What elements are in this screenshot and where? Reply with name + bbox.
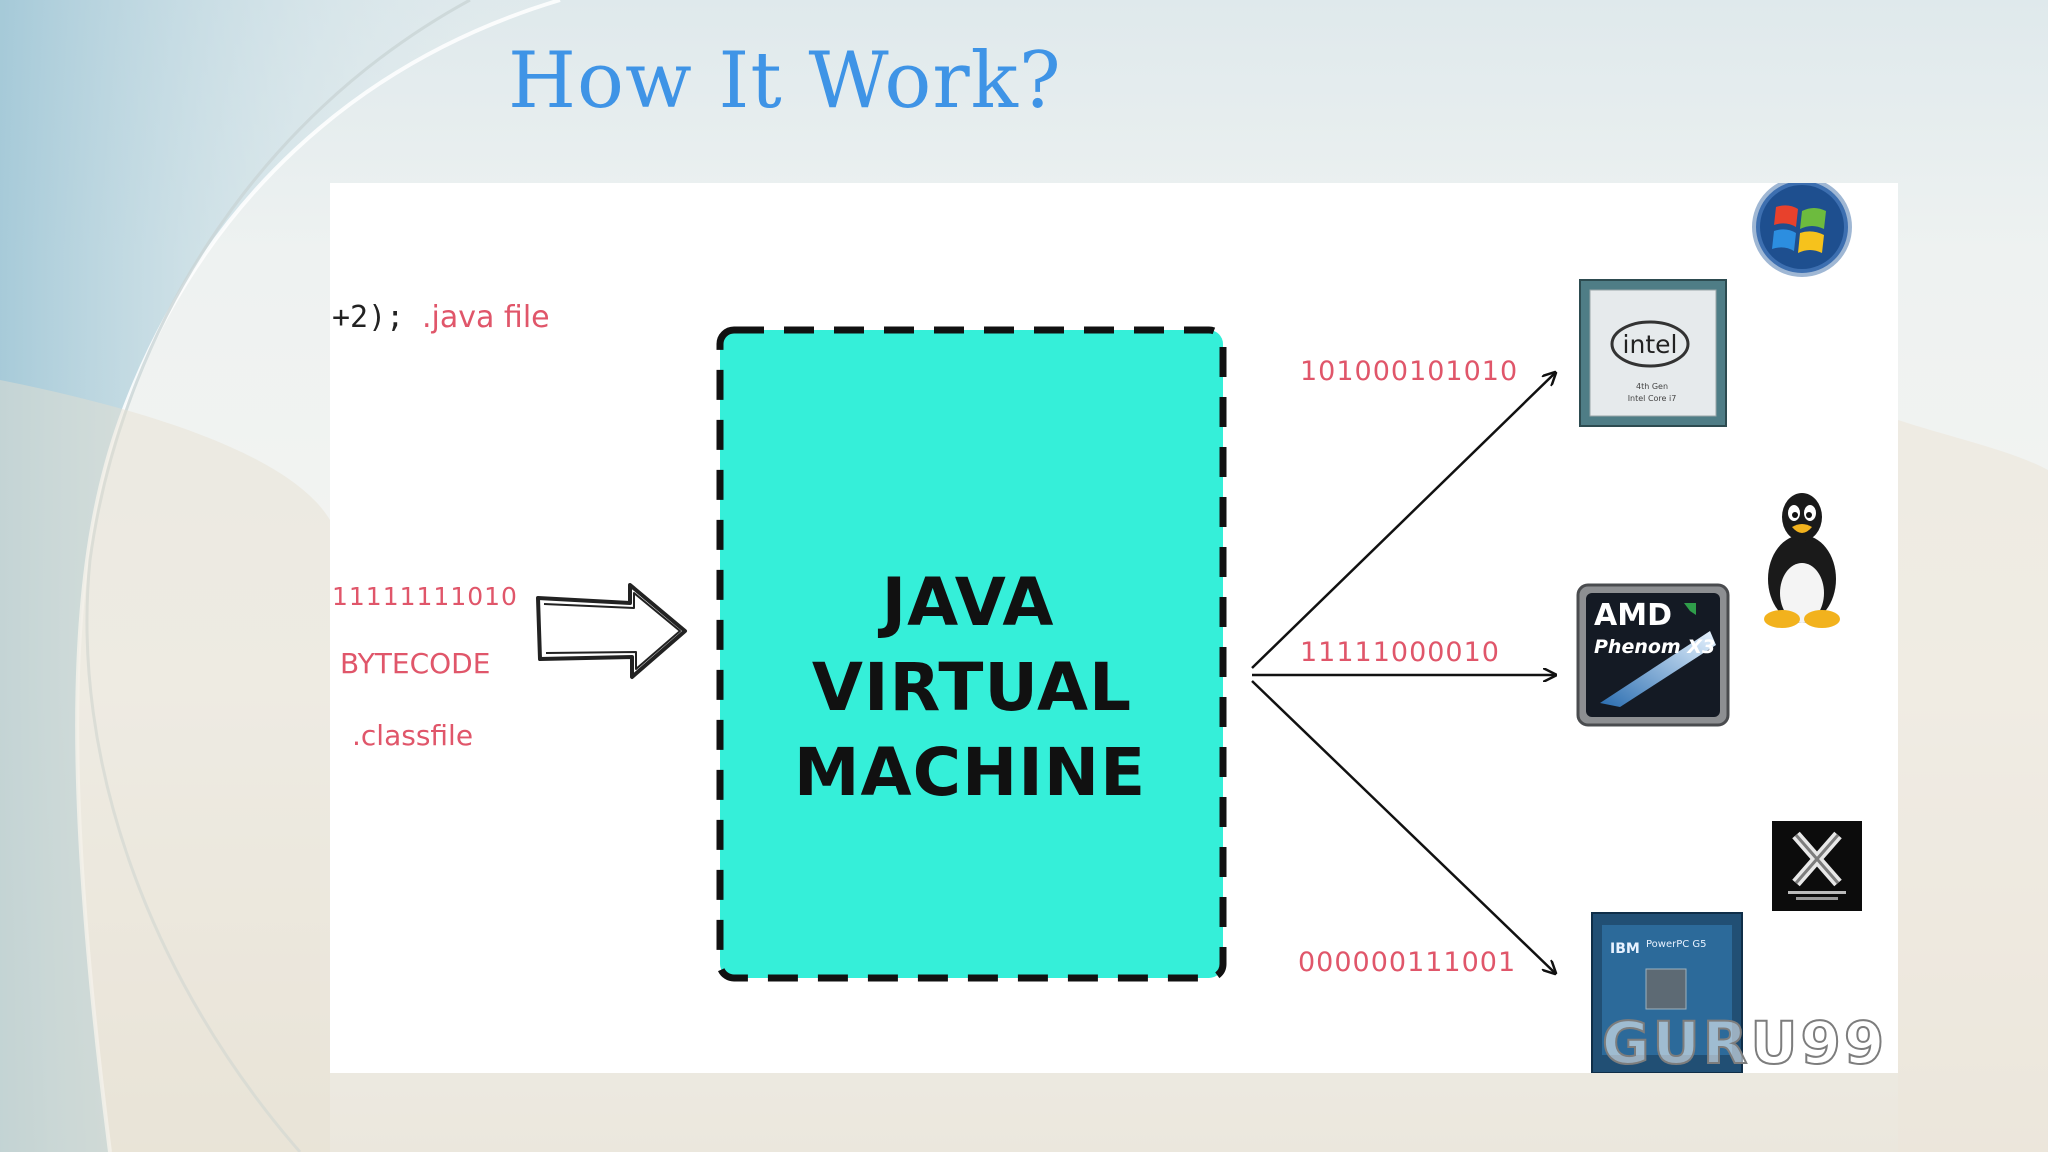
guru99-watermark: GURU99	[1602, 1009, 1887, 1073]
jvm-line-machine: MACHINE	[794, 734, 1146, 811]
ibm-brand: IBM	[1610, 941, 1640, 957]
intel-brand: intel	[1623, 330, 1678, 359]
jvm-diagram: +2); .java file 11111111010 BYTECODE .cl…	[332, 183, 1887, 1073]
windows-logo-icon	[1752, 183, 1852, 277]
output-bits-ibm: 000000111001	[1298, 947, 1516, 978]
amd-phenom-cpu-icon: AMD Phenom X3 64	[1576, 583, 1730, 746]
bytecode-bits: 11111111010	[332, 582, 518, 611]
jvm-line-virtual: VIRTUAL	[812, 649, 1132, 726]
output-bits-intel: 101000101010	[1300, 356, 1518, 387]
linux-tux-icon	[1764, 493, 1840, 628]
slide-title: How It Work?	[508, 36, 1062, 126]
intel-cpu-icon: intel 4th Gen Intel Core i7	[1579, 279, 1727, 427]
amd-brand: AMD	[1594, 598, 1672, 633]
jvm-diagram-panel: +2); .java file 11111111010 BYTECODE .cl…	[330, 183, 1898, 1073]
intel-caption-1: 4th Gen	[1636, 382, 1668, 391]
ibm-model: PowerPC G5	[1646, 939, 1707, 950]
amd-model: Phenom X3	[1594, 636, 1715, 658]
mac-os-x-logo-icon	[1772, 821, 1862, 911]
ibm-powerpc-cpu-icon: IBM PowerPC G5	[1591, 912, 1743, 1073]
amd-64: 64	[1592, 725, 1617, 746]
arrow-to-intel	[1251, 373, 1555, 669]
output-arrows	[1251, 373, 1555, 973]
code-fragment: +2);	[332, 300, 404, 335]
bytecode-label: BYTECODE	[340, 647, 490, 680]
input-arrow-icon	[536, 583, 687, 679]
jvm-box	[716, 326, 1227, 982]
jvm-line-java: JAVA	[878, 564, 1055, 641]
arrow-to-ibm	[1251, 680, 1555, 973]
classfile-label: .classfile	[352, 719, 473, 752]
java-file-label: .java file	[422, 300, 550, 335]
intel-caption-2: Intel Core i7	[1628, 394, 1677, 403]
output-bits-amd: 11111000010	[1300, 637, 1500, 668]
